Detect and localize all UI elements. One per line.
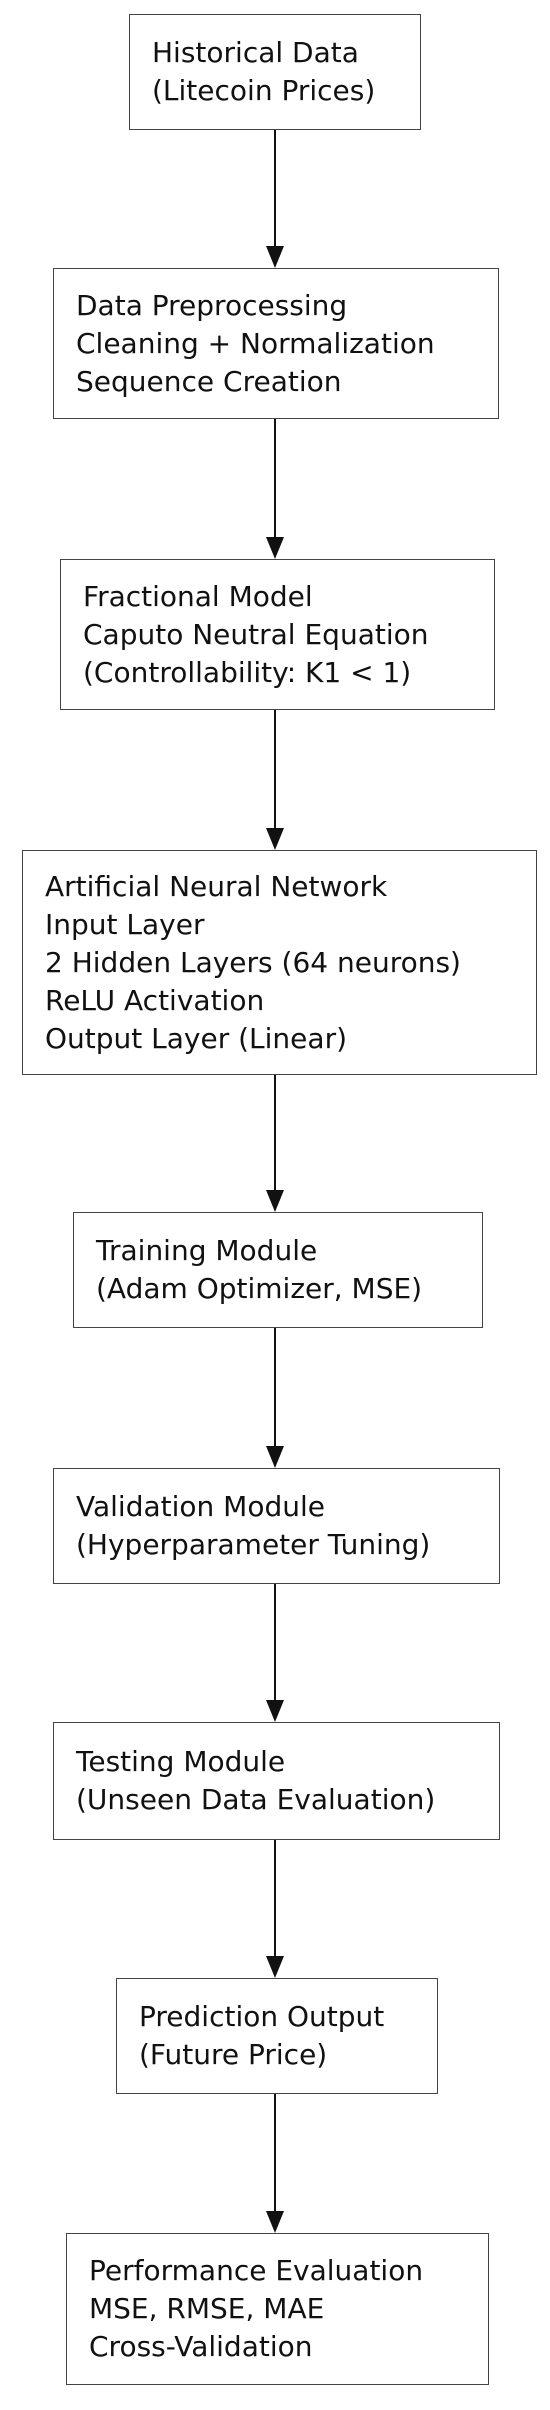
node-line: Historical Data [152,36,359,69]
flow-arrow-testing-module-to-prediction-output [266,1840,284,1978]
arrow-head [266,1446,284,1468]
node-line: Input Layer [45,907,205,941]
node-line: (Unseen Data Evaluation) [76,1783,436,1816]
arrow-head [266,1956,284,1978]
node-line: (Controllability: K1 < 1) [83,655,412,689]
node-line: Artificial Neural Network [45,869,388,903]
node-line: Caputo Neutral Equation [83,617,429,651]
node-line: Cross-Validation [89,2330,313,2363]
node-line: (Future Price) [139,2038,328,2071]
node-validation-module: Validation Module (Hyperparameter Tuning… [53,1468,500,1584]
node-line: (Adam Optimizer, MSE) [96,1272,423,1305]
node-line: Fractional Model [83,579,313,613]
node-line: (Litecoin Prices) [152,74,376,107]
arrow-head [266,246,284,268]
node-line: Data Preprocessing [76,288,348,322]
flow-arrow-artificial-neural-network-to-training-module [266,1075,284,1212]
node-line: (Hyperparameter Tuning) [76,1528,431,1561]
node-line: Testing Module [76,1745,286,1778]
node-line: Cleaning + Normalization [76,326,435,360]
node-data-preprocessing: Data Preprocessing Cleaning + Normalizat… [53,268,499,419]
node-line: Output Layer (Linear) [45,1021,347,1055]
arrow-head [266,1700,284,1722]
flow-arrow-data-preprocessing-to-fractional-model [266,419,284,559]
node-line: Prediction Output [139,2000,385,2033]
node-testing-module: Testing Module (Unseen Data Evaluation) [53,1722,500,1840]
node-fractional-model: Fractional Model Caputo Neutral Equation… [60,559,495,710]
flow-arrow-fractional-model-to-artificial-neural-network [266,710,284,850]
node-performance-evaluation: Performance Evaluation MSE, RMSE, MAE Cr… [66,2233,489,2385]
node-line: Training Module [96,1234,318,1267]
arrow-head [266,1190,284,1212]
flow-arrow-prediction-output-to-performance-evaluation [266,2094,284,2233]
node-line: Validation Module [76,1490,325,1523]
node-line: Sequence Creation [76,364,342,398]
arrow-head [266,828,284,850]
flow-arrow-historical-data-to-data-preprocessing [266,130,284,268]
node-line: 2 Hidden Layers (64 neurons) [45,945,461,979]
node-historical-data: Historical Data (Litecoin Prices) [129,14,421,130]
node-line: ReLU Activation [45,983,265,1017]
arrow-head [266,2211,284,2233]
flow-arrow-training-module-to-validation-module [266,1328,284,1468]
flow-arrow-validation-module-to-testing-module [266,1584,284,1722]
node-training-module: Training Module (Adam Optimizer, MSE) [73,1212,483,1328]
node-prediction-output: Prediction Output (Future Price) [116,1978,438,2094]
node-line: Performance Evaluation [89,2254,424,2287]
node-artificial-neural-network: Artificial Neural Network Input Layer 2 … [22,850,537,1075]
arrow-head [266,537,284,559]
node-line: MSE, RMSE, MAE [89,2292,325,2325]
